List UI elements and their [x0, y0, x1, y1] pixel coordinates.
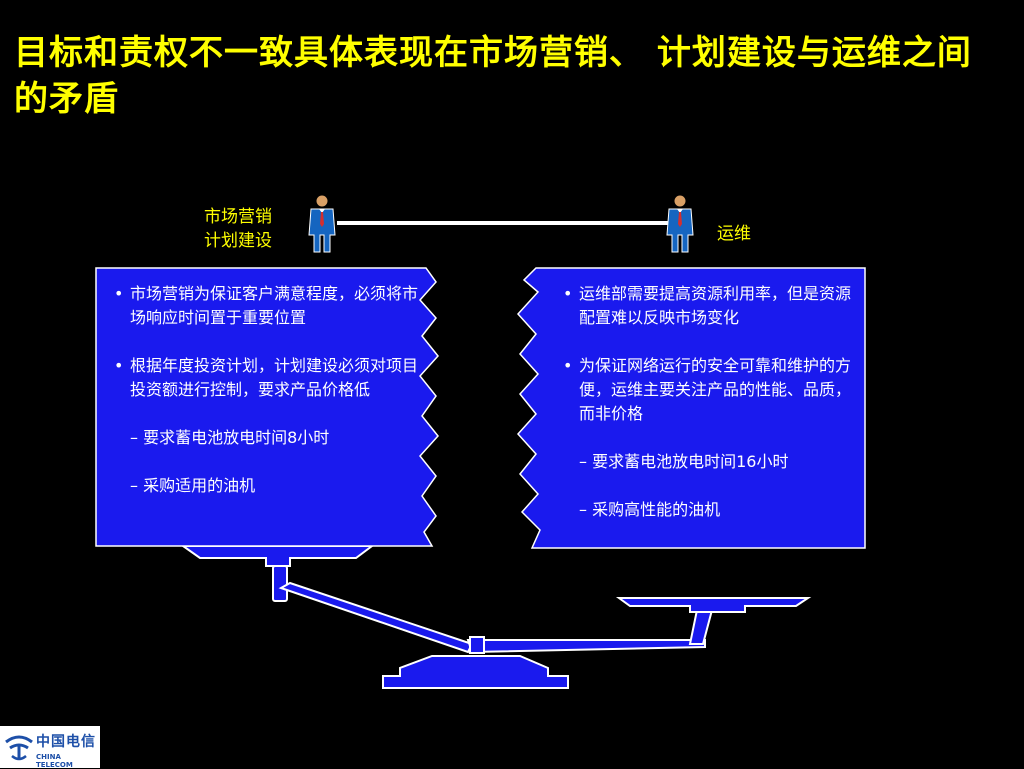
role-label-line: 市场营销	[204, 207, 272, 227]
role-label-marketing-planning: 市场营销 计划建设	[204, 205, 272, 253]
right-argument-box: • 运维部需要提高资源利用率，但是资源配置难以反映市场变化 • 为保证网络运行的…	[555, 268, 865, 546]
sub-item: – 采购适用的油机	[130, 476, 256, 495]
role-label-line: 计划建设	[204, 231, 272, 251]
role-label-operations: 运维	[717, 224, 751, 244]
bullet-text: 市场营销为保证客户满意程度，必须将市场响应时间置于重要位置	[130, 284, 419, 327]
bullet-text: 运维部需要提高资源利用率，但是资源配置难以反映市场变化	[579, 284, 852, 327]
sub-item: – 要求蓄电池放电时间8小时	[130, 428, 330, 447]
list-item: • 市场营销为保证客户满意程度，必须将市场响应时间置于重要位置	[114, 282, 426, 330]
sub-item: – 要求蓄电池放电时间16小时	[579, 452, 789, 471]
bullet-icon: •	[563, 356, 573, 375]
left-argument-box: • 市场营销为保证客户满意程度，必须将市场响应时间置于重要位置 • 根据年度投资…	[96, 268, 426, 546]
bullet-text: 为保证网络运行的安全可靠和维护的方便，运维主要关注产品的性能、品质，而非价格	[579, 356, 852, 423]
left-person-icon	[308, 194, 336, 253]
telecom-emblem-icon	[5, 735, 33, 761]
logo-text-en: CHINA TELECOM	[36, 753, 73, 769]
list-item: • 根据年度投资计划，计划建设必须对项目投资额进行控制，要求产品价格低	[114, 354, 426, 402]
bullet-icon: •	[563, 284, 573, 303]
logo-text-cn: 中国电信	[36, 734, 96, 750]
right-box-shape	[516, 267, 866, 549]
slide-title: 目标和责权不一致具体表现在市场营销、 计划建设与运维之间的矛盾	[14, 33, 972, 119]
bullet-icon: •	[114, 284, 124, 303]
bullet-icon: •	[114, 356, 124, 375]
list-item: • 运维部需要提高资源利用率，但是资源配置难以反映市场变化	[563, 282, 865, 330]
right-person-icon	[666, 194, 694, 253]
left-box-shape	[95, 267, 439, 547]
sub-item: – 采购高性能的油机	[579, 500, 721, 519]
china-telecom-logo: 中国电信 CHINA TELECOM	[0, 726, 100, 769]
scale-icon	[179, 545, 812, 689]
list-item: • 为保证网络运行的安全可靠和维护的方便，运维主要关注产品的性能、品质，而非价格	[563, 354, 865, 426]
bullet-text: 根据年度投资计划，计划建设必须对项目投资额进行控制，要求产品价格低	[130, 356, 419, 399]
